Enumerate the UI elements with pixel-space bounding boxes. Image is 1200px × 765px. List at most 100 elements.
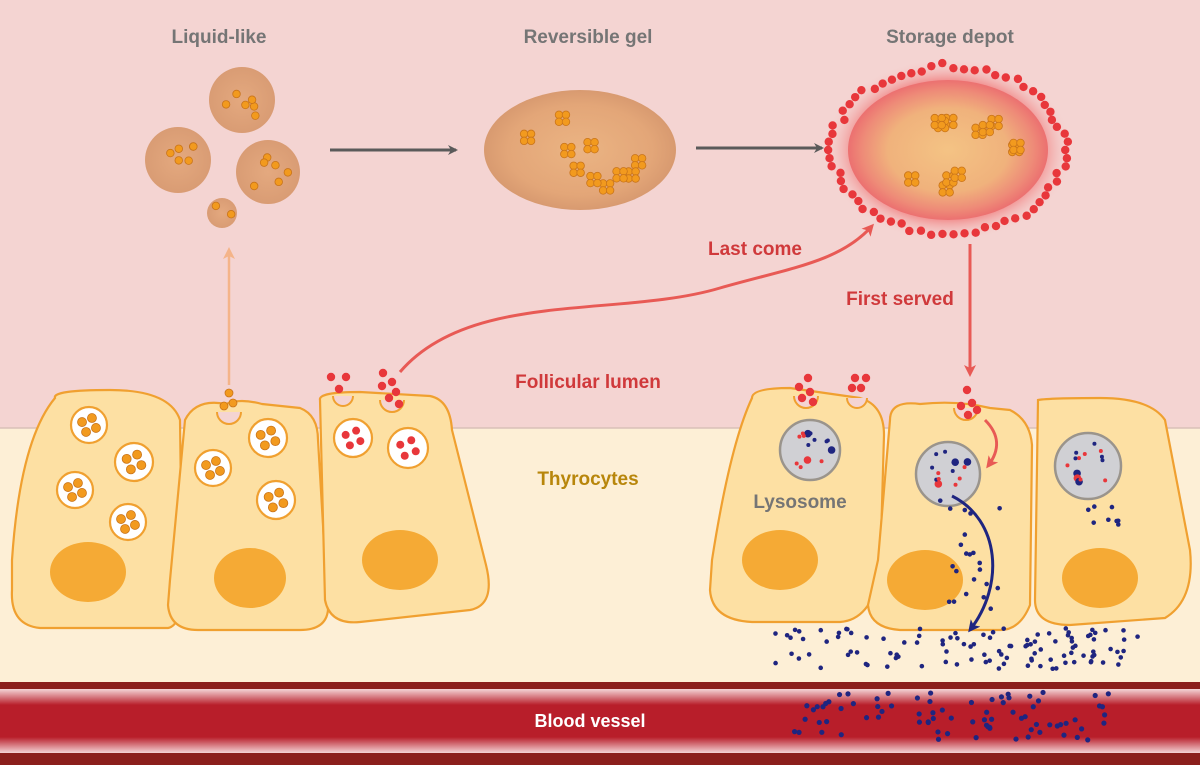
condensate-particle	[184, 156, 193, 165]
condensate-particle	[283, 168, 293, 177]
condensate-particle	[226, 210, 236, 219]
thyroglobulin-particle	[797, 393, 807, 403]
hormone-dot	[930, 710, 936, 716]
vesicle-granule	[91, 423, 101, 433]
depot-shell-protein	[869, 207, 879, 217]
hormone-dot	[1092, 504, 1097, 509]
depot-shell-protein	[825, 153, 834, 163]
condensate-particle	[189, 142, 198, 151]
vesicle-granule	[400, 451, 409, 460]
gel-particle	[631, 174, 640, 183]
particles	[219, 368, 1140, 743]
lysosome-content	[1098, 449, 1103, 454]
depot-particle	[1009, 138, 1018, 148]
depot-particle	[911, 171, 920, 180]
hormone-dot	[824, 719, 830, 725]
depot-shell-protein	[1013, 74, 1023, 84]
hormone-dot	[987, 658, 992, 663]
depot-shell-protein	[897, 219, 906, 228]
hormone-dot	[914, 640, 920, 645]
label-last-come: Last come	[708, 239, 802, 260]
gel-particle	[576, 168, 585, 177]
hormone-dot	[1035, 698, 1042, 704]
hormone-dot	[1013, 736, 1019, 742]
gel-particle	[576, 161, 585, 170]
hormone-dot	[1108, 646, 1113, 652]
condensate-particle	[247, 95, 257, 104]
lysosome-content	[819, 459, 824, 464]
hormone-dot	[838, 705, 844, 712]
depot-shell-protein	[907, 69, 916, 78]
lysosome-content	[943, 449, 948, 454]
hormone-dot	[848, 649, 854, 654]
vesicle-granule	[259, 440, 270, 451]
lysosome-content	[936, 482, 941, 487]
hormone-dot	[1010, 709, 1016, 715]
vesicle-granule	[63, 482, 73, 492]
hormone-dot	[968, 644, 973, 649]
hormone-dot	[1061, 653, 1067, 659]
gel-particle	[593, 171, 602, 181]
hormone-dot	[1105, 691, 1111, 697]
vesicle-granule	[411, 447, 420, 456]
hormone-dot	[1116, 662, 1121, 667]
hormone-dot	[1115, 522, 1121, 527]
gel-particle	[619, 167, 628, 176]
hormone-dot	[1063, 626, 1069, 631]
membrane-pit	[846, 397, 868, 409]
vesicle-granule	[126, 510, 136, 520]
hormone-dot	[916, 633, 922, 639]
hormone-dot	[981, 594, 987, 600]
lysosome-content	[963, 458, 972, 466]
thyroglobulin-particle	[962, 385, 972, 395]
depot-shell-protein	[827, 162, 836, 171]
vesicle-granule	[341, 430, 350, 439]
depot-shell-protein	[991, 221, 1001, 231]
hormone-dot	[1032, 639, 1038, 644]
vesicle-granule	[266, 425, 277, 436]
hormone-dot	[1033, 721, 1040, 728]
depot-shell-protein	[970, 66, 979, 75]
hormone-dot	[997, 505, 1002, 511]
depot-shell-protein	[850, 92, 860, 102]
hormone-dot	[804, 703, 810, 709]
gel-particle	[583, 145, 592, 154]
hormone-dot	[796, 729, 802, 735]
hormone-dot	[988, 606, 994, 612]
hormone-dot	[1035, 632, 1040, 637]
vesicle-granule	[205, 470, 215, 480]
gel-particle	[586, 171, 595, 181]
gel-particle	[605, 179, 615, 188]
depot-shell-protein	[854, 196, 863, 206]
depot-shell-protein	[848, 190, 857, 199]
hormone-dot	[885, 690, 891, 696]
lysosome-content	[1099, 454, 1104, 459]
depot-particle	[945, 188, 954, 197]
vesicle-granule	[132, 449, 143, 460]
condensates	[145, 58, 1073, 242]
hormone-dot	[1038, 663, 1043, 669]
hormone-dot	[982, 652, 987, 658]
hormone-dot	[1072, 717, 1078, 723]
secretory-vesicle	[69, 405, 109, 445]
depot-shell-protein	[1061, 162, 1070, 171]
hormone-dot	[977, 567, 983, 572]
lysosome-content	[808, 431, 813, 436]
depot-particle	[957, 173, 966, 183]
lysosome	[914, 440, 982, 508]
condensate-particle	[241, 100, 250, 110]
hormone-dot	[879, 708, 885, 715]
depot-particle	[904, 171, 913, 180]
hormone-dot	[1065, 632, 1071, 638]
hormone-dot	[996, 648, 1002, 654]
lysosome-content	[812, 437, 817, 442]
vesicle-granule	[67, 492, 77, 502]
condensate-particle	[271, 160, 280, 170]
hormone-dot	[1005, 691, 1011, 697]
depot-shell-protein	[1035, 197, 1044, 207]
vesicle-granule	[116, 514, 126, 524]
hormone-dot	[845, 691, 851, 697]
depot-shell-protein	[1052, 168, 1061, 178]
hormone-dot	[1092, 630, 1098, 636]
liquid-droplet	[209, 67, 275, 133]
